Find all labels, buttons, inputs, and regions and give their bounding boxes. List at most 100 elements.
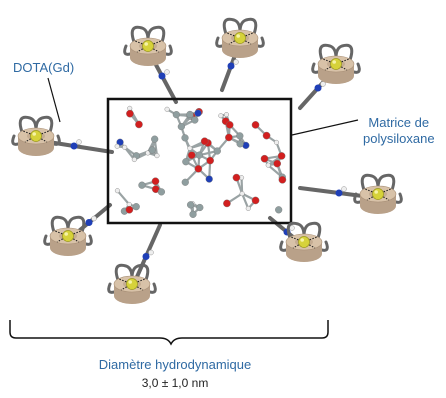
chelate-arm — [354, 64, 359, 72]
gd-highlight — [374, 190, 378, 194]
carbon-atom — [196, 152, 203, 159]
nitrogen-atom — [315, 85, 322, 92]
dota-gd-chelate — [281, 223, 328, 262]
chelate-arm — [322, 242, 327, 250]
chelate-arm — [54, 136, 59, 144]
nitrogen-atom — [195, 110, 202, 117]
chelate-arm — [313, 64, 318, 72]
chelate-arm — [109, 284, 114, 292]
oxygen-atom — [278, 152, 285, 159]
dota-gd-chelate — [45, 217, 92, 256]
dota-gd-chelate — [109, 265, 156, 304]
diameter-label: Diamètre hydrodynamique — [0, 357, 350, 373]
polysiloxane-molecule — [115, 106, 286, 218]
chelate-arm — [125, 46, 130, 54]
carbon-atom — [133, 203, 140, 210]
oxygen-atom — [274, 160, 281, 167]
nitrogen-atom — [336, 190, 343, 197]
hydrogen-atom — [246, 206, 251, 211]
hydrogen-atom — [321, 82, 326, 87]
chelate-arm — [13, 136, 18, 144]
carbon-atom — [182, 179, 189, 186]
oxygen-atom — [252, 121, 259, 128]
carbon-atom — [214, 148, 221, 155]
gd-ion — [143, 41, 154, 52]
oxygen-atom — [261, 155, 268, 162]
dota-gd-chelate — [125, 27, 172, 66]
carbon-atom — [191, 117, 198, 124]
oxygen-atom — [252, 197, 259, 204]
hydrogen-atom — [122, 145, 127, 150]
gd-ion — [31, 131, 42, 142]
diameter-bracket — [10, 320, 328, 344]
hydrogen-atom — [155, 153, 160, 158]
hydrogen-atom — [165, 107, 170, 112]
oxygen-atom — [126, 206, 133, 213]
hydrogen-atom — [77, 140, 82, 145]
carbon-atom — [237, 140, 244, 147]
hydrogen-atom — [92, 216, 97, 221]
gd-ion — [235, 33, 246, 44]
hydrogen-atom — [132, 157, 137, 162]
hydrogen-atom — [165, 70, 170, 75]
carbon-atom — [187, 201, 194, 208]
oxygen-atom — [195, 165, 202, 172]
carbon-atom — [158, 188, 165, 195]
chelate-arm — [258, 38, 263, 46]
dota-gd-chelate — [355, 175, 402, 214]
dota-gd-chelate — [13, 117, 60, 156]
carbon-atom — [196, 204, 203, 211]
oxygen-atom — [207, 157, 214, 164]
oxygen-atom — [223, 200, 230, 207]
hydrogen-atom — [219, 113, 224, 118]
gd-ion — [299, 237, 310, 248]
hydrogen-atom — [266, 163, 271, 168]
chelate-arm — [217, 38, 222, 46]
carbon-atom — [173, 111, 180, 118]
nitrogen-atom — [71, 143, 78, 150]
nitrogen-atom — [86, 219, 93, 226]
matrix-label-line1: Matrice de — [363, 115, 435, 131]
nitrogen-atom — [228, 63, 235, 70]
dota-gd-chelate — [313, 45, 360, 84]
chelate-arm — [396, 194, 401, 202]
hydrogen-atom — [188, 146, 193, 151]
carbon-atom — [151, 136, 158, 143]
bond — [117, 191, 129, 205]
hydrogen-atom — [115, 188, 120, 193]
size-value: 3,0 ± 1,0 nm — [0, 375, 350, 391]
gd-highlight — [236, 34, 240, 38]
oxygen-atom — [225, 134, 232, 141]
gd-highlight — [128, 280, 132, 284]
carbon-atom — [275, 206, 282, 213]
gd-highlight — [32, 132, 36, 136]
hydrogen-atom — [342, 187, 347, 192]
gd-ion — [127, 279, 138, 290]
oxygen-atom — [201, 138, 208, 145]
gd-highlight — [64, 232, 68, 236]
dota-label: DOTA(Gd) — [13, 60, 74, 76]
carbon-atom — [182, 134, 189, 141]
carbon-atom — [178, 123, 185, 130]
hydrogen-atom — [115, 144, 120, 149]
gd-ion — [373, 189, 384, 200]
gd-highlight — [332, 60, 336, 64]
chelate-arm — [86, 236, 91, 244]
hydrogen-atom — [149, 250, 154, 255]
carbon-atom — [182, 158, 189, 165]
chelate-arm — [281, 242, 286, 250]
gd-ion — [331, 59, 342, 70]
nitrogen-atom — [143, 253, 150, 260]
hydrogen-atom — [224, 112, 229, 117]
matrix-pointer-line — [292, 120, 358, 135]
carbon-atom — [149, 147, 156, 154]
oxygen-atom — [226, 121, 233, 128]
oxygen-atom — [233, 174, 240, 181]
chelate-arm — [166, 46, 171, 54]
oxygen-atom — [126, 110, 133, 117]
matrix-label: Matrice de polysiloxane — [363, 115, 435, 147]
carbon-atom — [139, 182, 146, 189]
nitrogen-atom — [159, 73, 166, 80]
